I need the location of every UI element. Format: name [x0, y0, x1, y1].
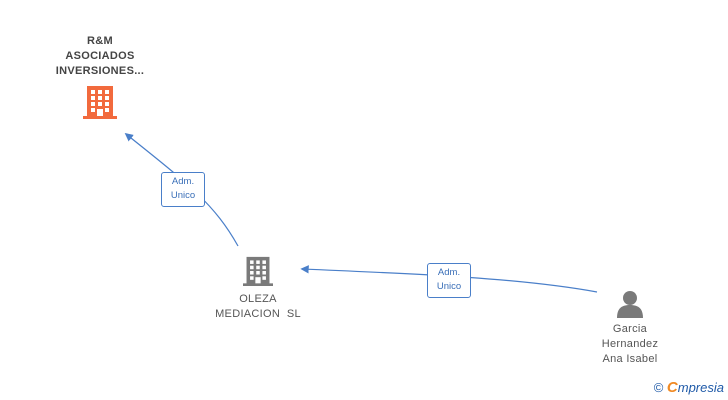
node-label: OLEZA MEDIACION SL — [198, 292, 318, 322]
empresia-watermark: © Cmpresia — [654, 379, 724, 396]
building-icon — [243, 256, 273, 286]
node-rm-asociados[interactable]: R&M ASOCIADOS INVERSIONES... — [40, 34, 160, 120]
brand-name: mpresia — [677, 380, 724, 395]
node-label-line: Ana Isabel — [602, 353, 658, 365]
node-garcia-hernandez[interactable]: Garcia Hernandez Ana Isabel — [580, 290, 680, 367]
building-icon — [83, 86, 117, 119]
node-label-line: Garcia — [612, 323, 648, 335]
edge-label-oleza-rm[interactable]: Adm. Unico — [161, 172, 205, 207]
node-label: R&M ASOCIADOS INVERSIONES... — [40, 34, 160, 79]
edge-label-line: Unico — [436, 281, 462, 292]
edge-label-line: Adm. — [437, 267, 461, 278]
node-label: Garcia Hernandez Ana Isabel — [580, 322, 680, 367]
copyright-symbol: © — [653, 380, 664, 395]
node-label-line: ASOCIADOS — [65, 50, 135, 62]
edge-label-line: Adm. — [171, 176, 195, 187]
edge-label-line: Unico — [170, 190, 196, 201]
edge-label-garcia-oleza[interactable]: Adm. Unico — [427, 263, 471, 298]
node-label-line: Hernandez — [601, 338, 659, 350]
node-oleza-mediacion[interactable]: OLEZA MEDIACION SL — [198, 254, 318, 322]
person-icon — [617, 291, 643, 318]
node-label-line: MEDIACION SL — [215, 308, 301, 320]
node-label-line: INVERSIONES... — [55, 65, 145, 77]
brand-initial: C — [666, 379, 678, 396]
node-label-line: OLEZA — [239, 293, 277, 305]
node-label-line: R&M — [87, 35, 113, 47]
